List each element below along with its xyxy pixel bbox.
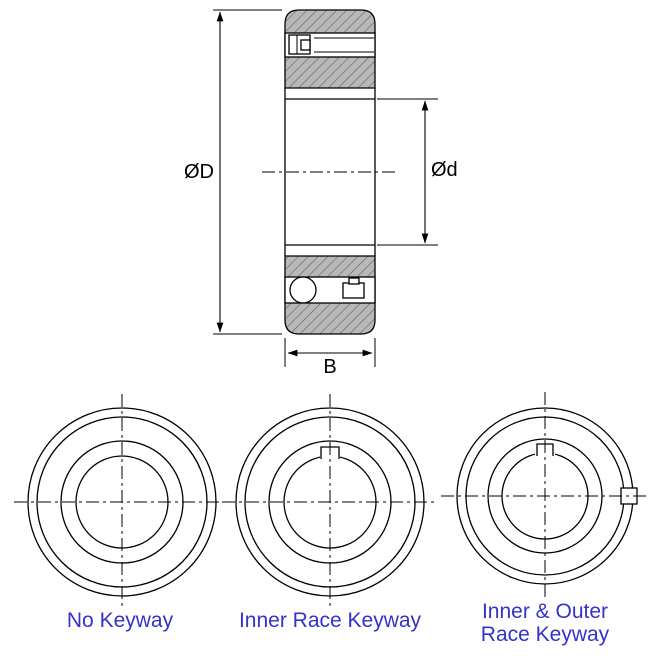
dimension-bore-diameter: Ød bbox=[377, 98, 458, 246]
view-centerlines bbox=[222, 394, 438, 610]
caption-inner-race-keyway: Inner Race Keyway bbox=[239, 609, 422, 632]
caption-no-keyway: No Keyway bbox=[67, 609, 174, 632]
bore-diameter-label: Ød bbox=[431, 159, 458, 181]
caption-inner-outer-keyway-line1: Inner & Outer bbox=[482, 600, 608, 623]
view-centerlines bbox=[14, 394, 230, 610]
dimension-width: B bbox=[284, 338, 376, 378]
cross-section-view bbox=[262, 9, 398, 335]
front-view-inner-outer-keyway bbox=[441, 392, 649, 600]
front-view-inner-keyway bbox=[222, 394, 438, 610]
dimension-outer-diameter: ØD bbox=[184, 9, 282, 335]
caption-inner-outer-keyway-line2: Race Keyway bbox=[481, 623, 610, 646]
ball-element bbox=[289, 276, 317, 304]
clutch-sprag-element bbox=[288, 34, 311, 55]
view-centerlines bbox=[441, 392, 649, 600]
inner-ring-section bbox=[284, 88, 376, 256]
front-view-no-keyway bbox=[14, 394, 230, 610]
clutch-cage-block bbox=[342, 277, 365, 299]
width-label: B bbox=[323, 356, 336, 378]
clutch-cage-lines-top bbox=[314, 37, 374, 53]
outer-diameter-label: ØD bbox=[184, 161, 214, 183]
